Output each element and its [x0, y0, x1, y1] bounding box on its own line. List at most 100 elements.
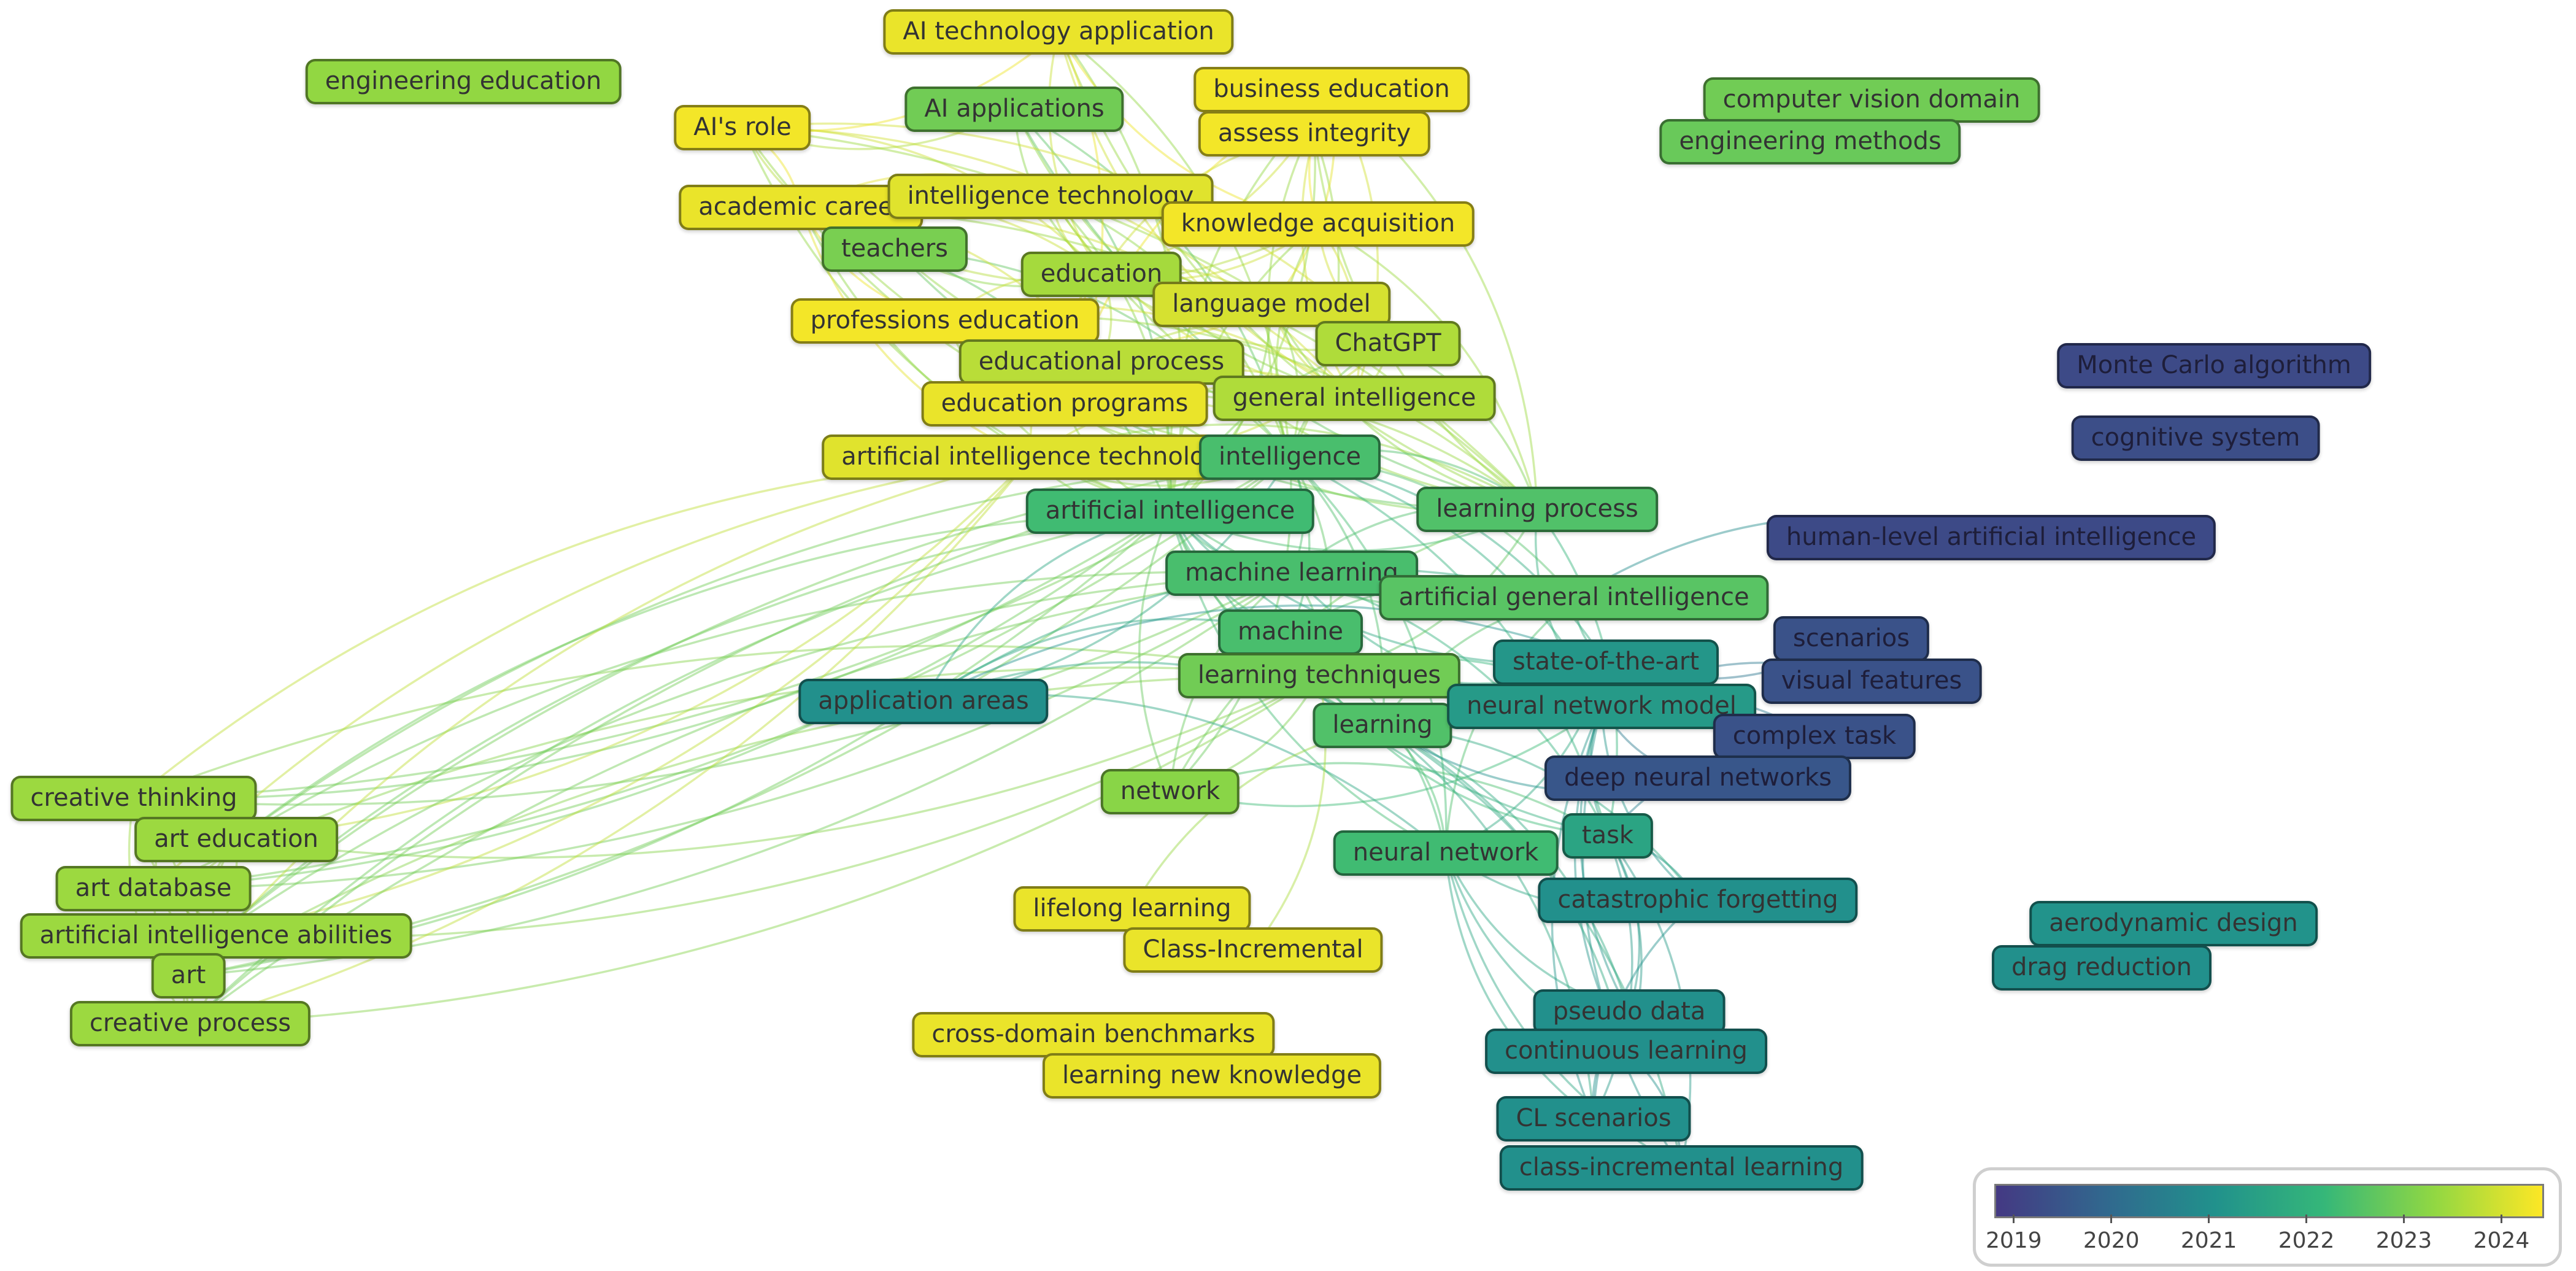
legend-tick-label-2022: 2022 [2278, 1228, 2335, 1253]
legend-tick-2019 [2013, 1215, 2015, 1223]
edge-art-education-machine-learning [236, 570, 1292, 841]
node-learning-process[interactable]: learning process [1416, 487, 1658, 532]
node-ai-applications[interactable]: AI applications [904, 87, 1124, 132]
edge-creative-process-artificial-intelligence [189, 510, 1171, 1025]
edge-art-database-intelligence [153, 456, 1291, 890]
node-artificial-intelligence-technology[interactable]: artificial intelligence technolog [822, 435, 1240, 480]
legend-tick-label-2023: 2023 [2375, 1228, 2432, 1253]
node-state-of-the-art[interactable]: state-of-the-art [1492, 639, 1719, 685]
legend-tick-label-2021: 2021 [2180, 1228, 2237, 1253]
node-aerodynamic-design[interactable]: aerodynamic design [2029, 901, 2318, 946]
node-complex-task[interactable]: complex task [1713, 714, 1916, 759]
node-learning[interactable]: learning [1313, 703, 1452, 748]
node-neural-network-model[interactable]: neural network model [1447, 684, 1756, 729]
node-machine-learning[interactable]: machine learning [1165, 551, 1418, 596]
node-deep-neural-networks[interactable]: deep neural networks [1544, 755, 1852, 801]
edge-creative-thinking-machine-learning [133, 572, 1292, 806]
node-drag-reduction[interactable]: drag reduction [1992, 945, 2212, 991]
edge-academic-career-artificial-intelligence-technology [800, 207, 1032, 458]
node-language-model[interactable]: language model [1152, 282, 1390, 327]
node-artificial-general-intelligence[interactable]: artificial general intelligence [1379, 575, 1769, 620]
legend-tick-2020 [2110, 1215, 2113, 1223]
node-catastrophic-forgetting[interactable]: catastrophic forgetting [1538, 878, 1858, 923]
edge-creative-thinking-learning-techniques [133, 644, 1320, 800]
edge-art-education-artificial-intelligence [235, 510, 1171, 841]
node-human-level-artificial-intelligence[interactable]: human-level artificial intelligence [1766, 515, 2216, 560]
node-learning-new-knowledge[interactable]: learning new knowledge [1042, 1053, 1382, 1099]
edge-ai-technology-application-education [1047, 31, 1103, 275]
node-learning-techniques[interactable]: learning techniques [1178, 653, 1461, 698]
legend-color-bar [1994, 1184, 2544, 1218]
node-business-education[interactable]: business education [1194, 67, 1470, 112]
node-assess-integrity[interactable]: assess integrity [1198, 111, 1431, 156]
year-color-legend: 2019 2020 2021 2022 2023 2024 [1973, 1167, 2562, 1267]
node-network[interactable]: network [1100, 769, 1240, 814]
node-creative-thinking[interactable]: creative thinking [10, 776, 257, 821]
node-art-education[interactable]: art education [134, 817, 338, 862]
node-class-incremental[interactable]: Class-Incremental [1123, 927, 1383, 973]
node-art-database[interactable]: art database [55, 866, 252, 911]
node-lifelong-learning[interactable]: lifelong learning [1013, 886, 1251, 932]
legend-tick-label-2019: 2019 [1985, 1228, 2042, 1253]
node-artificial-intelligence[interactable]: artificial intelligence [1025, 489, 1315, 534]
node-ais-role[interactable]: AI's role [674, 105, 811, 150]
edge-creative-process-learning-techniques [190, 674, 1320, 1025]
node-educational-process[interactable]: educational process [958, 339, 1244, 385]
edge-art-education-learning-techniques [236, 674, 1320, 859]
edge-artificial-intelligence-abilities-artificial-intelligence [215, 510, 1171, 937]
edge-state-of-the-art-application-areas [923, 604, 1606, 703]
legend-tick-2021 [2208, 1215, 2210, 1223]
edge-art-education-artificial-intelligence-technology [236, 456, 1032, 841]
edge-artificial-intelligence-abilities-artificial-intelligence-technology [215, 456, 1032, 937]
node-cognitive-system[interactable]: cognitive system [2071, 415, 2320, 461]
node-scenarios[interactable]: scenarios [1773, 616, 1930, 662]
node-professions-education[interactable]: professions education [790, 298, 1100, 344]
node-academic-career[interactable]: academic career [679, 185, 923, 230]
legend-tick-label-2024: 2024 [2473, 1228, 2530, 1253]
node-pseudo-data[interactable]: pseudo data [1533, 989, 1726, 1035]
node-engineering-education[interactable]: engineering education [305, 59, 622, 104]
edge-creative-process-artificial-intelligence-technology [190, 456, 1032, 1025]
edge-art-database-artificial-intelligence [153, 510, 1171, 890]
node-intelligence-technology[interactable]: intelligence technology [887, 174, 1214, 219]
edge-art-artificial-intelligence-technology [187, 456, 1032, 977]
node-education-programs[interactable]: education programs [921, 381, 1208, 427]
edge-creative-thinking-artificial-intelligence [133, 510, 1171, 800]
node-computer-vision-domain[interactable]: computer vision domain [1703, 77, 2040, 123]
node-task[interactable]: task [1562, 813, 1654, 859]
edge-pseudo-data-neural-network-model [1579, 706, 1630, 1013]
node-cl-scenarios[interactable]: CL scenarios [1496, 1096, 1691, 1142]
edge-ais-role-chatgpt [742, 122, 1389, 345]
node-creative-process[interactable]: creative process [69, 1001, 311, 1046]
legend-tick-label-2020: 2020 [2083, 1228, 2140, 1253]
node-class-incremental-learning[interactable]: class-incremental learning [1499, 1145, 1864, 1191]
edge-cl-scenarios-task [1592, 835, 1633, 1119]
node-education[interactable]: education [1020, 252, 1182, 297]
node-knowledge-acquisition[interactable]: knowledge acquisition [1161, 201, 1475, 247]
edge-art-learning-techniques [188, 674, 1320, 977]
node-art[interactable]: art [151, 953, 226, 999]
node-application-areas[interactable]: application areas [798, 679, 1049, 724]
edge-creative-thinking-intelligence [133, 456, 1290, 800]
node-teachers[interactable]: teachers [821, 226, 968, 272]
node-neural-network[interactable]: neural network [1333, 830, 1559, 876]
node-visual-features[interactable]: visual features [1761, 659, 1982, 704]
edge-artificial-intelligence-abilities-machine-learning [215, 572, 1292, 937]
node-machine[interactable]: machine [1218, 609, 1363, 655]
node-engineering-methods[interactable]: engineering methods [1659, 119, 1961, 164]
edge-art-database-learning-techniques [153, 666, 1320, 890]
node-ai-technology-application[interactable]: AI technology application [883, 9, 1234, 55]
node-general-intelligence[interactable]: general intelligence [1213, 376, 1496, 421]
node-continuous-learning[interactable]: continuous learning [1485, 1029, 1767, 1074]
edge-knowledge-acquisition-intelligence [1275, 223, 1319, 458]
node-intelligence[interactable]: intelligence [1198, 435, 1381, 480]
legend-tick-2023 [2403, 1215, 2405, 1223]
node-chatgpt[interactable]: ChatGPT [1315, 321, 1461, 366]
node-monte-carlo-algorithm[interactable]: Monte Carlo algorithm [2057, 343, 2371, 388]
edge-cl-scenarios-neural-network [1444, 852, 1595, 1120]
edge-neural-network-intelligence [1289, 456, 1448, 854]
node-artificial-intelligence-abilities[interactable]: artificial intelligence abilities [20, 913, 412, 959]
node-cross-domain-benchmarks[interactable]: cross-domain benchmarks [912, 1012, 1275, 1057]
